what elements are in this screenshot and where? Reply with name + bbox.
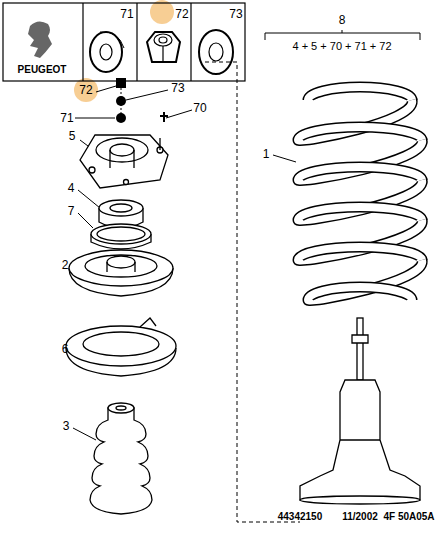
reference-code: 11/2002 (342, 512, 378, 522)
callout-number: 73 (229, 8, 242, 20)
callout-number: 5 (69, 130, 76, 142)
orange-highlights (74, 0, 174, 102)
callout-number: 2 (62, 259, 69, 271)
bracket-and-border (205, 30, 420, 522)
callout-number: 4 (68, 182, 75, 194)
callout-number: 70 (193, 102, 206, 114)
callout-number: 72 (79, 84, 92, 96)
leader-lines (73, 86, 296, 440)
kit-contents: 4 + 5 + 70 + 71 + 72 (290, 41, 393, 52)
reference-code: 4F 50A05A (383, 512, 434, 522)
callout-number: 71 (120, 8, 133, 20)
reference-code: 44342150 (278, 512, 323, 522)
inset-table (3, 3, 245, 81)
fastener-symbols (116, 78, 168, 123)
callout-number: 71 (60, 112, 73, 124)
shock-absorber (300, 318, 420, 504)
parts (66, 135, 176, 514)
callout-number: 1 (263, 148, 270, 160)
coil-spring (298, 87, 422, 300)
callout-number: 6 (62, 343, 69, 355)
brand-name: PEUGEOT (18, 65, 67, 75)
callout-number: 73 (171, 82, 184, 94)
callout-number: 8 (337, 14, 348, 26)
callout-number: 3 (63, 420, 70, 432)
callout-number: 7 (68, 205, 75, 217)
peugeot-lion (28, 21, 52, 58)
callout-number: 72 (175, 8, 188, 20)
